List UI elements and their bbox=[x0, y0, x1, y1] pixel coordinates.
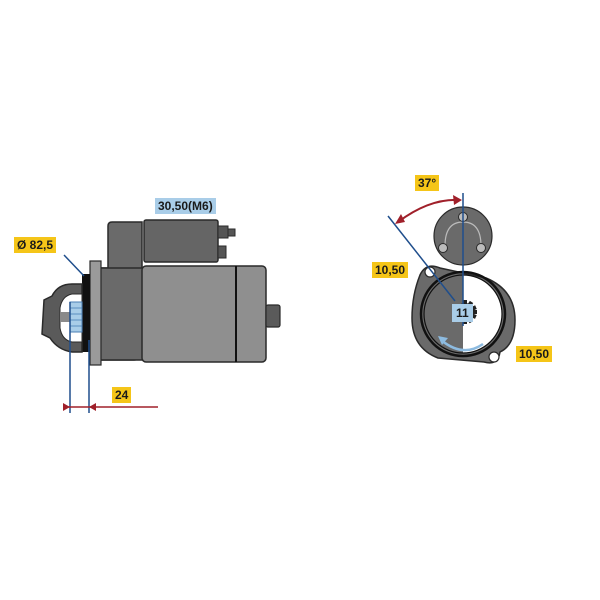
bolt-hole-right-label: 10,50 bbox=[516, 346, 553, 362]
housing-inner-dark bbox=[424, 275, 463, 353]
diameter-label: Ø 82,5 bbox=[14, 237, 57, 253]
pinion-gear bbox=[69, 301, 83, 333]
arrowhead-left bbox=[63, 403, 70, 411]
drive-housing bbox=[99, 267, 145, 361]
end-cap-nub bbox=[265, 304, 281, 328]
flange-offset-label: 24 bbox=[112, 387, 132, 403]
angle-arrowhead-right bbox=[453, 195, 462, 205]
flange-gasket bbox=[82, 274, 90, 352]
starter-front-view bbox=[387, 193, 516, 364]
bolt-hole-left-label: 10,50 bbox=[372, 262, 409, 278]
solenoid-terminal-upper bbox=[217, 225, 229, 239]
terminal-bolt bbox=[476, 243, 486, 253]
angle-arrowhead-left bbox=[395, 214, 405, 224]
rotation-direction-arc bbox=[440, 339, 484, 352]
angle-label: 37° bbox=[415, 175, 440, 191]
terminal-size-label: 30,50(M6) bbox=[155, 198, 216, 214]
arrowhead-right bbox=[89, 403, 96, 411]
mounting-flange bbox=[89, 260, 102, 366]
mounting-hole-right bbox=[488, 351, 500, 363]
angled-reference-line bbox=[387, 215, 456, 302]
solenoid-terminal-pin bbox=[227, 228, 236, 237]
rotation-arrowhead bbox=[438, 336, 448, 345]
solenoid-terminal-lower bbox=[217, 245, 227, 259]
pinion-shaft bbox=[60, 312, 72, 322]
diameter-leader-line bbox=[63, 254, 85, 277]
housing-inner-light bbox=[463, 275, 502, 353]
terminal-bolt bbox=[438, 243, 448, 253]
mounting-hole-left bbox=[424, 266, 436, 278]
starter-side-view bbox=[41, 219, 281, 413]
pinion-teeth-count-label: 11 bbox=[452, 304, 473, 322]
motor-body bbox=[141, 265, 267, 363]
solenoid bbox=[143, 219, 219, 263]
